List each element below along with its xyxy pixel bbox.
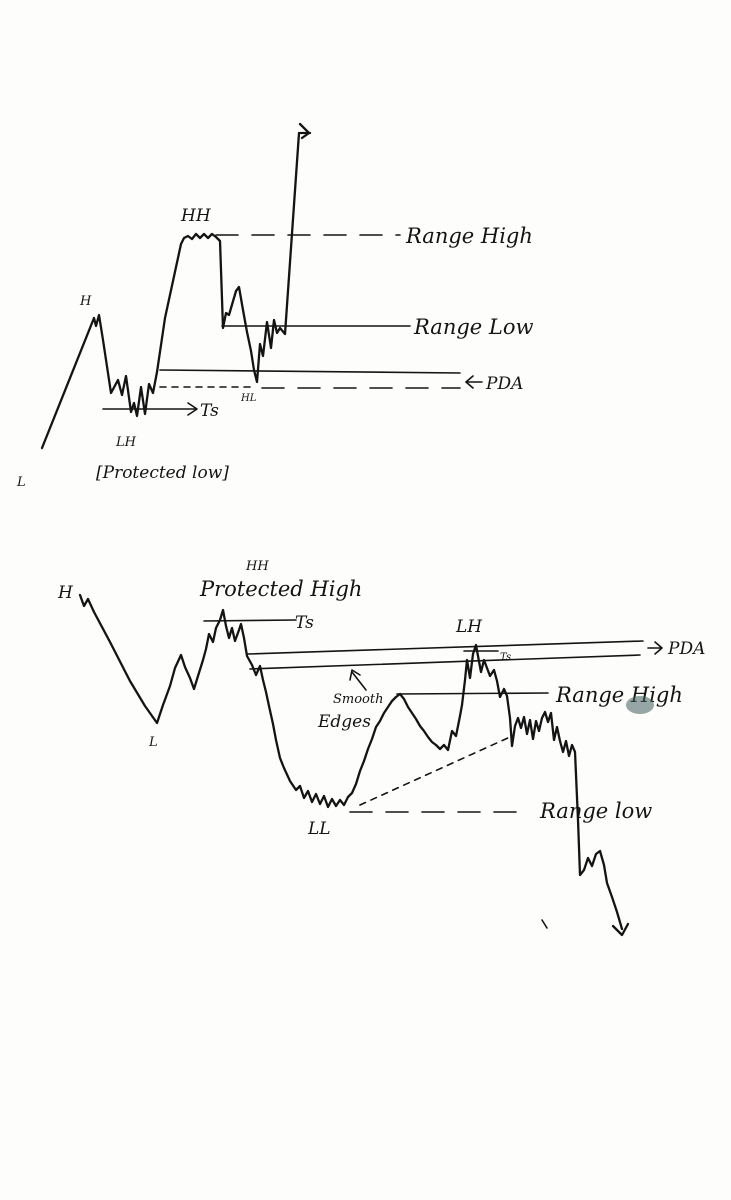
ink-smudge (626, 696, 654, 714)
price-path-bearish (78, 593, 624, 931)
label-edges: Edges (317, 712, 371, 732)
label-l: L (16, 475, 26, 490)
diagonal-trendline (359, 736, 511, 806)
label-pda: PDA (485, 374, 523, 394)
label-hh: HH (180, 206, 212, 226)
pda-line-top (247, 640, 644, 655)
label-h: H (79, 294, 92, 309)
label-range-high: Range High (405, 224, 533, 248)
label-lh: LH (115, 435, 137, 450)
label-ts-right: Ts (500, 652, 511, 663)
smooth-edges-arrow (349, 669, 367, 691)
label-hh-2: HH (245, 559, 269, 574)
label-smooth: Smooth (333, 692, 383, 707)
label-range-low-2: Range low (539, 799, 652, 823)
label-ll: LL (307, 819, 331, 839)
pda-line-bottom (249, 654, 641, 670)
label-pda-2: PDA (667, 639, 705, 659)
label-range-high-2: Range High (555, 683, 683, 707)
breakdown-arrow-head (611, 922, 630, 937)
diagram-bullish-structure: L H LH HH HL Ts [Protected low] Range Hi… (16, 122, 533, 490)
label-range-low: Range Low (413, 315, 533, 339)
breakout-arrow-head (298, 122, 311, 140)
label-hl: HL (240, 393, 257, 404)
label-lh-2: LH (455, 617, 483, 637)
label-protected-low: [Protected low] (96, 463, 229, 483)
diagram-bearish-structure: H L HH Protected High Ts LH Ts PDA Smoot… (57, 559, 705, 937)
range-high-line-2 (396, 692, 549, 695)
ts-arrow-head (187, 402, 198, 416)
label-h-2: H (57, 583, 74, 603)
pda-arrow (465, 375, 483, 389)
pda-arrow-right (647, 641, 663, 655)
ts-line-protected-high (203, 619, 297, 622)
label-protected-high: Protected High (199, 577, 362, 601)
label-ts-left: Ts (295, 613, 314, 633)
pda-upper-line (159, 369, 461, 374)
label-l-2: L (148, 735, 158, 750)
label-ts: Ts (200, 401, 219, 421)
price-path-bullish (40, 131, 312, 450)
pencil-mark (541, 919, 548, 929)
